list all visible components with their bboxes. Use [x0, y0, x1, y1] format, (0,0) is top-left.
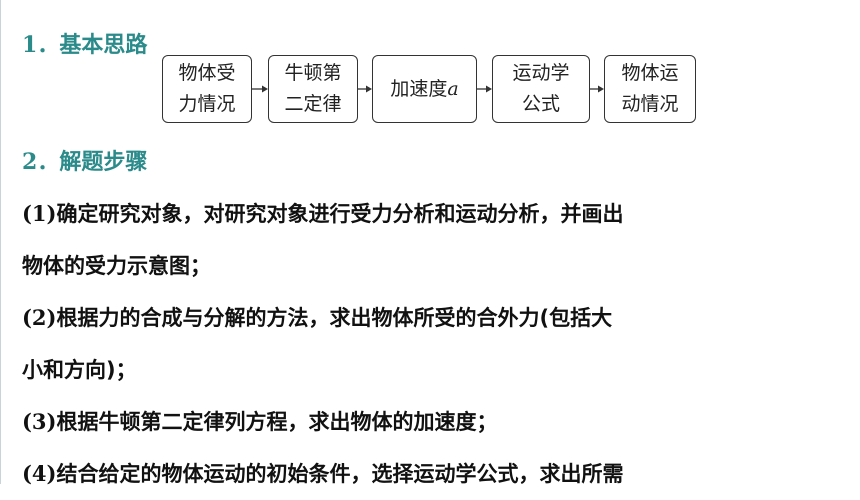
step-3-line-1: (3)根据牛顿第二定律列方程，求出物体的加速度；: [22, 396, 842, 448]
arrow-right-icon: [252, 81, 268, 97]
flow-box-motion-situation: 物体运 动情况: [604, 55, 696, 123]
arrow-right-icon: [477, 81, 492, 97]
section-number: 1．: [22, 32, 60, 58]
step-number: (1): [22, 201, 57, 226]
section-title: 解题步骤: [59, 150, 148, 175]
flow-box-text: 运动学: [512, 62, 570, 84]
acceleration-symbol: a: [447, 77, 459, 100]
step-text: 确定研究对象，对研究对象进行受力分析和运动分析，并画出: [56, 202, 624, 226]
flow-box-text: 二定律: [284, 93, 342, 115]
flow-box-text: 物体受: [178, 62, 236, 84]
flow-box-acceleration: 加速度a: [372, 55, 477, 123]
arrow-right-icon: [358, 81, 372, 97]
section-heading-basic-approach: 1．基本思路: [22, 31, 147, 60]
step-number: (3): [22, 409, 57, 434]
section-number: 2．: [22, 149, 60, 175]
step-1-line-2: 物体的受力示意图；: [22, 240, 842, 292]
arrow-right-icon: [590, 81, 604, 97]
step-text: 物体的受力示意图；: [22, 254, 211, 278]
flow-box-newton-second-law: 牛顿第 二定律: [268, 55, 358, 123]
flow-box-text: 动情况: [621, 93, 679, 115]
flow-box-text: 力情况: [178, 93, 236, 115]
section-title: 基本思路: [59, 33, 148, 58]
left-border-line: [0, 0, 1, 484]
step-4-line-1: (4)结合给定的物体运动的初始条件，选择运动学公式，求出所需: [22, 448, 842, 500]
step-text: 根据力的合成与分解的方法，求出物体所受的合外力(包括大: [56, 306, 613, 330]
step-2-line-2: 小和方向)；: [22, 344, 842, 396]
flow-box-kinematics-formula: 运动学 公式: [492, 55, 590, 123]
step-text: 小和方向)；: [22, 358, 137, 382]
step-2-line-1: (2)根据力的合成与分解的方法，求出物体所受的合外力(包括大: [22, 292, 842, 344]
flow-box-text: 公式: [521, 93, 560, 115]
step-text: 根据牛顿第二定律列方程，求出物体的加速度；: [56, 410, 498, 434]
step-number: (4): [22, 461, 57, 486]
flow-box-text: 物体运: [621, 62, 679, 84]
section-heading-solving-steps: 2．解题步骤: [22, 148, 147, 177]
step-1-line-1: (1)确定研究对象，对研究对象进行受力分析和运动分析，并画出: [22, 188, 842, 240]
flow-box-force-situation: 物体受 力情况: [162, 55, 252, 123]
flow-box-text: 加速度: [390, 77, 448, 100]
flow-box-text: 牛顿第: [284, 62, 342, 84]
step-number: (2): [22, 305, 57, 330]
step-text: 结合给定的物体运动的初始条件，选择运动学公式，求出所需: [56, 462, 624, 486]
